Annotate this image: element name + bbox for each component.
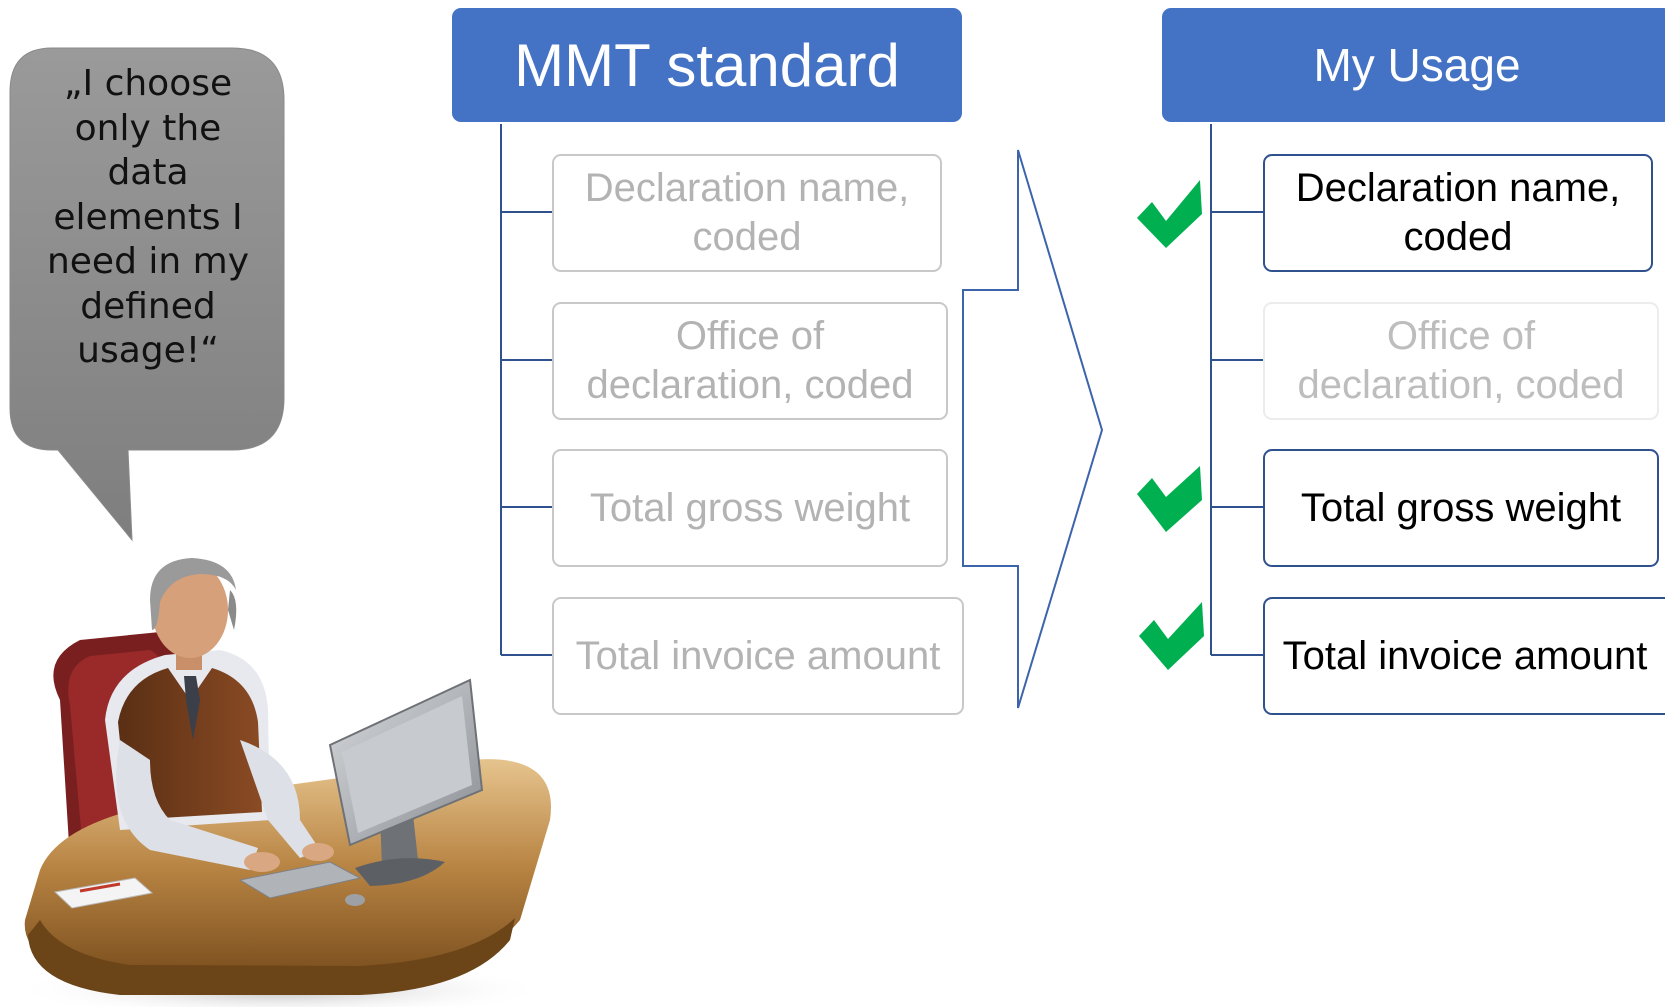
speech-bubble-quote: „I choose only the data elements I need … [46, 63, 250, 371]
left-item-total-invoice-amount: Total invoice amount [552, 597, 964, 715]
left-item-total-gross-weight: Total gross weight [552, 449, 948, 567]
left-item-office-of-declaration: Office of declaration, coded [552, 302, 948, 420]
mmt-standard-header: MMT standard [452, 8, 962, 122]
right-item-declaration-name: Declaration name, coded [1263, 154, 1653, 272]
left-tree-connectors [500, 124, 552, 656]
right-arrow-icon [962, 149, 1104, 709]
checkmark-icon [1139, 602, 1204, 670]
left-item-declaration-name: Declaration name, coded [552, 154, 942, 272]
right-item-total-gross-weight: Total gross weight [1263, 449, 1659, 567]
right-item-office-of-declaration: Office of declaration, coded [1263, 302, 1659, 420]
right-item-total-invoice-amount: Total invoice amount [1263, 597, 1665, 715]
checkmark-icon [1137, 180, 1202, 248]
person-at-computer-icon [10, 558, 552, 1007]
my-usage-header: My Usage [1162, 8, 1665, 122]
right-tree-connectors [1210, 124, 1263, 656]
mmt-standard-title: MMT standard [514, 31, 900, 99]
my-usage-title: My Usage [1313, 39, 1521, 91]
checkmark-icon [1137, 466, 1202, 532]
